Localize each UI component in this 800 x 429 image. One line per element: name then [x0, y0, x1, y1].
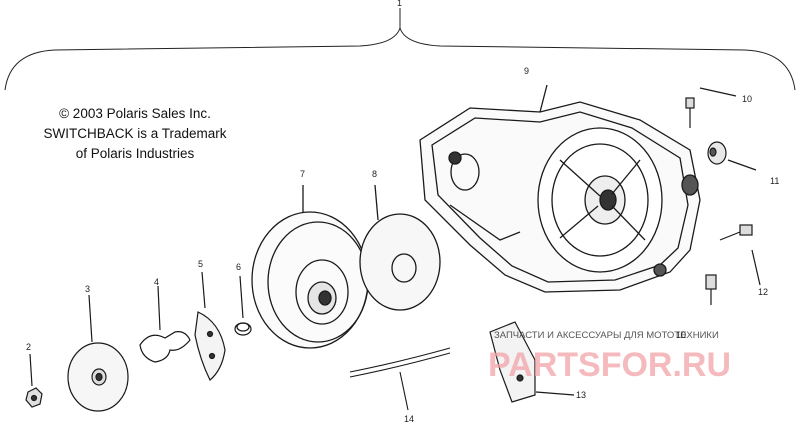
- copyright-notice: © 2003 Polaris Sales Inc. SWITCHBACK is …: [40, 104, 230, 164]
- callout-11: 11: [770, 176, 779, 186]
- callout-8: 8: [372, 169, 377, 179]
- callout-13: 13: [576, 390, 586, 400]
- bolt-12: [705, 224, 761, 305]
- recoil-spring-cup: [359, 184, 441, 311]
- callout-6: 6: [236, 262, 241, 272]
- callout-5: 5: [198, 259, 203, 269]
- bracket-13: [489, 321, 575, 403]
- callout-4: 4: [154, 277, 159, 287]
- trademark-line: SWITCHBACK is a Trademark: [43, 126, 227, 141]
- callout-10-lower: 10: [676, 330, 686, 340]
- clip-4: [139, 285, 191, 363]
- trademark-owner-line: of Polaris Industries: [75, 146, 195, 161]
- callout-14: 14: [404, 414, 414, 424]
- recoil-pulley: [251, 185, 369, 349]
- pawl-5: [194, 271, 226, 381]
- bolt-10-top: [685, 87, 737, 128]
- copyright-line: © 2003 Polaris Sales Inc.: [59, 106, 211, 121]
- callout-3: 3: [85, 284, 90, 294]
- watermark-logo: PARTSFOR.RU: [488, 346, 731, 384]
- callout-2: 2: [26, 342, 31, 352]
- nut-2: [25, 353, 43, 408]
- watermark-caption: ЗАПЧАСТИ И АКСЕССУАРЫ ДЛЯ МОТОТЕХНИКИ: [494, 330, 719, 341]
- callout-1: 1: [397, 0, 402, 8]
- starter-rope: [349, 347, 451, 411]
- starter-housing: [419, 84, 701, 293]
- bushing-11: [707, 141, 757, 171]
- callout-10: 10: [742, 94, 752, 104]
- callout-9: 9: [524, 66, 529, 76]
- callout-7: 7: [300, 169, 305, 179]
- washer-3: [67, 294, 129, 412]
- spring-6: [234, 275, 252, 336]
- callout-12: 12: [758, 287, 768, 297]
- assembly-bracket: [4, 8, 796, 91]
